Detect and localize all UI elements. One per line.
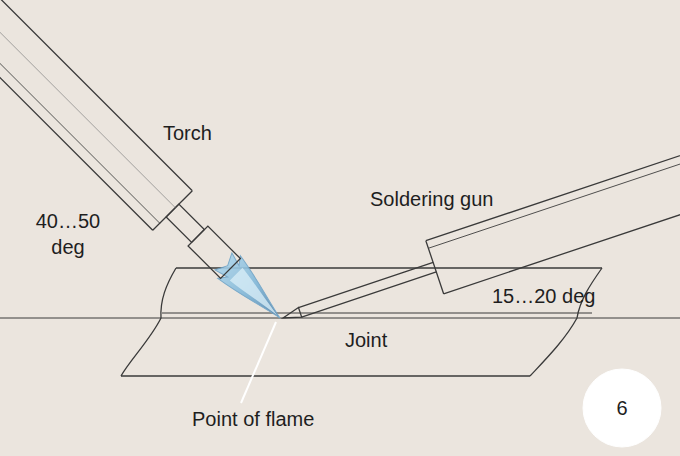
soldering-gun bbox=[274, 126, 680, 344]
part-label: Torch bbox=[163, 120, 253, 146]
torch-tube bbox=[0, 0, 192, 230]
callout-text: 6 bbox=[616, 397, 627, 420]
angle-label: 15…20 deg bbox=[492, 283, 622, 309]
gun-rod bbox=[298, 262, 436, 317]
flame bbox=[212, 250, 291, 329]
pipe-left-end bbox=[121, 268, 176, 376]
torch-tube-inner bbox=[0, 0, 160, 223]
callout-circle-shape bbox=[583, 369, 661, 447]
torch-neck bbox=[166, 204, 204, 242]
flame-core bbox=[230, 268, 284, 322]
pipe bbox=[0, 268, 680, 376]
torch-axis bbox=[0, 0, 175, 208]
callout-number: 6 bbox=[582, 368, 662, 448]
callout-label: Point of flame bbox=[192, 406, 362, 432]
gun-tip bbox=[281, 308, 301, 323]
part-label: Soldering gun bbox=[370, 186, 530, 212]
gun-tube bbox=[426, 126, 680, 293]
joint-gap bbox=[162, 313, 592, 314]
pipe-right-end bbox=[530, 268, 602, 376]
part-label: Joint bbox=[345, 327, 425, 353]
torch-nozzle bbox=[188, 226, 240, 278]
joint-line bbox=[0, 318, 680, 319]
angle-label: 40…50 deg bbox=[30, 208, 106, 260]
pipe-bottom-edge bbox=[121, 375, 530, 376]
torch bbox=[0, 0, 300, 338]
leader-line bbox=[241, 322, 276, 403]
